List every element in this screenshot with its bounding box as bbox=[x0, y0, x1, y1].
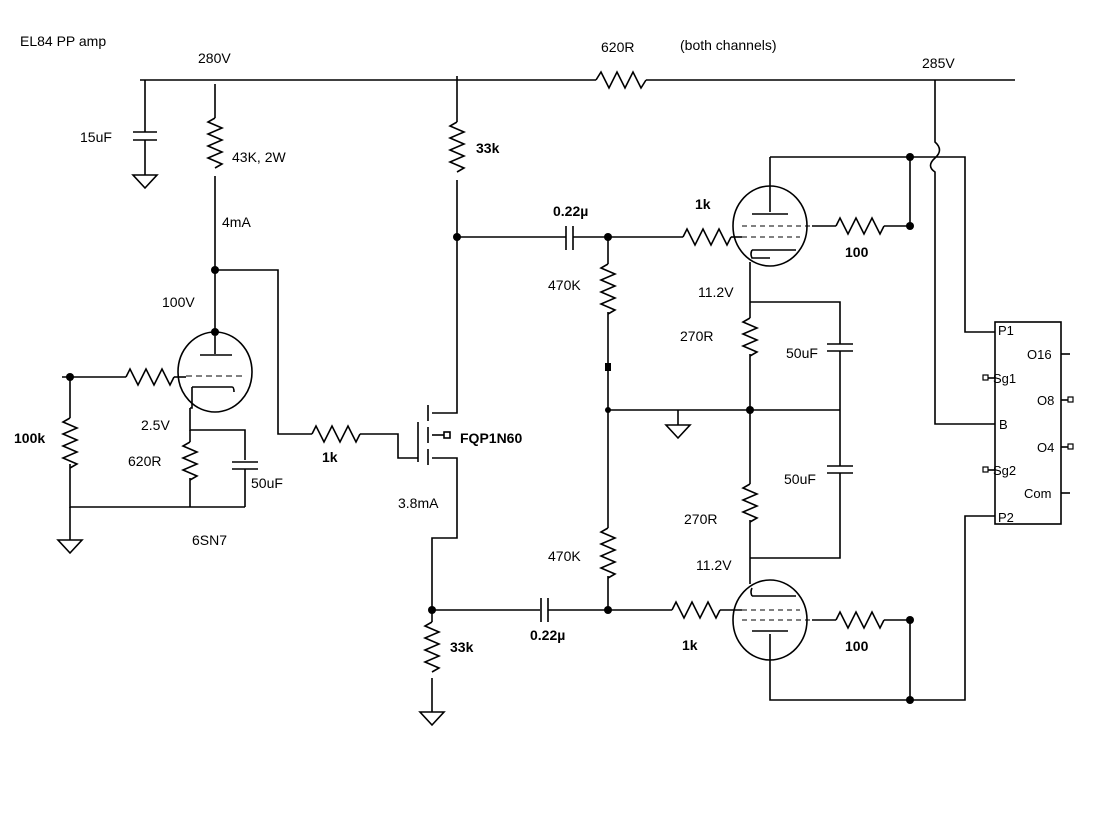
label-2-5v: 2.5V bbox=[141, 417, 170, 433]
label-270r-bottom: 270R bbox=[684, 511, 717, 527]
resistor-1k-bottom bbox=[671, 600, 721, 620]
resistor-470k-top bbox=[598, 263, 618, 315]
resistor-470k-bottom bbox=[598, 527, 618, 579]
label-285v: 285V bbox=[922, 55, 955, 71]
bplus-to-transformer bbox=[929, 80, 995, 425]
diagram-title: EL84 PP amp bbox=[20, 33, 106, 49]
driver-cathode-network bbox=[180, 408, 258, 507]
supply-rail bbox=[140, 70, 1015, 90]
resistor-43k bbox=[205, 84, 225, 270]
pin-sg2: Sg2 bbox=[993, 463, 1016, 478]
driver-anode-net bbox=[211, 266, 312, 435]
label-33k-top: 33k bbox=[476, 140, 500, 156]
label-11-2v-top: 11.2V bbox=[698, 284, 734, 300]
resistor-100-top bbox=[835, 216, 885, 236]
triode-6sn7 bbox=[177, 331, 253, 413]
capacitor-50uf-bottom bbox=[827, 465, 853, 474]
resistor-1k-gate bbox=[311, 424, 361, 444]
label-100-bottom: 100 bbox=[845, 638, 869, 654]
pin-com: Com bbox=[1024, 486, 1051, 501]
input-grid-network bbox=[56, 367, 245, 555]
mosfet-fqp1n60 bbox=[417, 76, 566, 610]
resistor-43k-zigzag bbox=[205, 117, 225, 169]
label-100k: 100k bbox=[14, 430, 45, 446]
label-both-channels: (both channels) bbox=[680, 37, 777, 53]
output-transformer bbox=[982, 321, 1074, 525]
label-270r-top: 270R bbox=[680, 328, 713, 344]
label-50uf-left: 50uF bbox=[251, 475, 283, 491]
resistor-33k-top bbox=[447, 121, 467, 173]
resistor-620r-supply bbox=[595, 70, 647, 90]
label-50uf-top: 50uF bbox=[786, 345, 818, 361]
label-280v: 280V bbox=[198, 50, 231, 66]
output-cathode-network bbox=[740, 301, 853, 584]
grid-leak-network bbox=[598, 237, 840, 610]
label-43k: 43K, 2W bbox=[232, 149, 286, 165]
pentode-el84-top bbox=[732, 153, 995, 333]
pin-o4: O4 bbox=[1037, 440, 1054, 455]
resistor-33k-bottom bbox=[422, 621, 442, 673]
label-470k-top: 470K bbox=[548, 277, 581, 293]
capacitor-022-top bbox=[565, 226, 574, 250]
label-620r-cathode: 620R bbox=[128, 453, 161, 469]
resistor-100-bottom bbox=[835, 610, 885, 630]
resistor-1k-top bbox=[682, 227, 732, 247]
pin-b: B bbox=[999, 417, 1008, 432]
capacitor-50uf-top bbox=[827, 343, 853, 352]
pin-sg1: Sg1 bbox=[993, 371, 1016, 386]
label-4ma: 4mA bbox=[222, 214, 251, 230]
label-022u-bottom: 0.22µ bbox=[530, 627, 565, 643]
label-11-2v-bottom: 11.2V bbox=[696, 557, 732, 573]
resistor-100k bbox=[60, 417, 80, 469]
grid-stopper-resistor bbox=[125, 367, 175, 387]
label-100v: 100V bbox=[162, 294, 195, 310]
label-33k-bottom: 33k bbox=[450, 639, 474, 655]
label-1k-bottom: 1k bbox=[682, 637, 698, 653]
label-100-top: 100 bbox=[845, 244, 869, 260]
resistor-270r-top bbox=[740, 317, 760, 357]
label-6sn7: 6SN7 bbox=[192, 532, 227, 548]
pentode-el84-bottom bbox=[732, 515, 995, 704]
label-50uf-bottom: 50uF bbox=[784, 471, 816, 487]
resistor-270r-bottom bbox=[740, 483, 760, 523]
label-1k-gate: 1k bbox=[322, 449, 338, 465]
capacitor-15uf bbox=[131, 80, 159, 190]
resistor-620r-cathode bbox=[180, 441, 200, 481]
label-1k-top: 1k bbox=[695, 196, 711, 212]
pin-o8: O8 bbox=[1037, 393, 1054, 408]
label-fqp1n60: FQP1N60 bbox=[460, 430, 522, 446]
resistor-33k-bottom-net bbox=[418, 606, 540, 727]
label-620r-supply: 620R bbox=[601, 39, 634, 55]
capacitor-022-bottom bbox=[540, 598, 549, 622]
pin-p2: P2 bbox=[998, 510, 1014, 525]
capacitor-50uf-left bbox=[232, 461, 258, 470]
pin-p1: P1 bbox=[998, 323, 1014, 338]
pin-o16: O16 bbox=[1027, 347, 1052, 362]
label-3-8ma: 3.8mA bbox=[398, 495, 439, 511]
label-470k-bottom: 470K bbox=[548, 548, 581, 564]
label-022u-top: 0.22µ bbox=[553, 203, 588, 219]
label-15uf: 15uF bbox=[80, 129, 112, 145]
